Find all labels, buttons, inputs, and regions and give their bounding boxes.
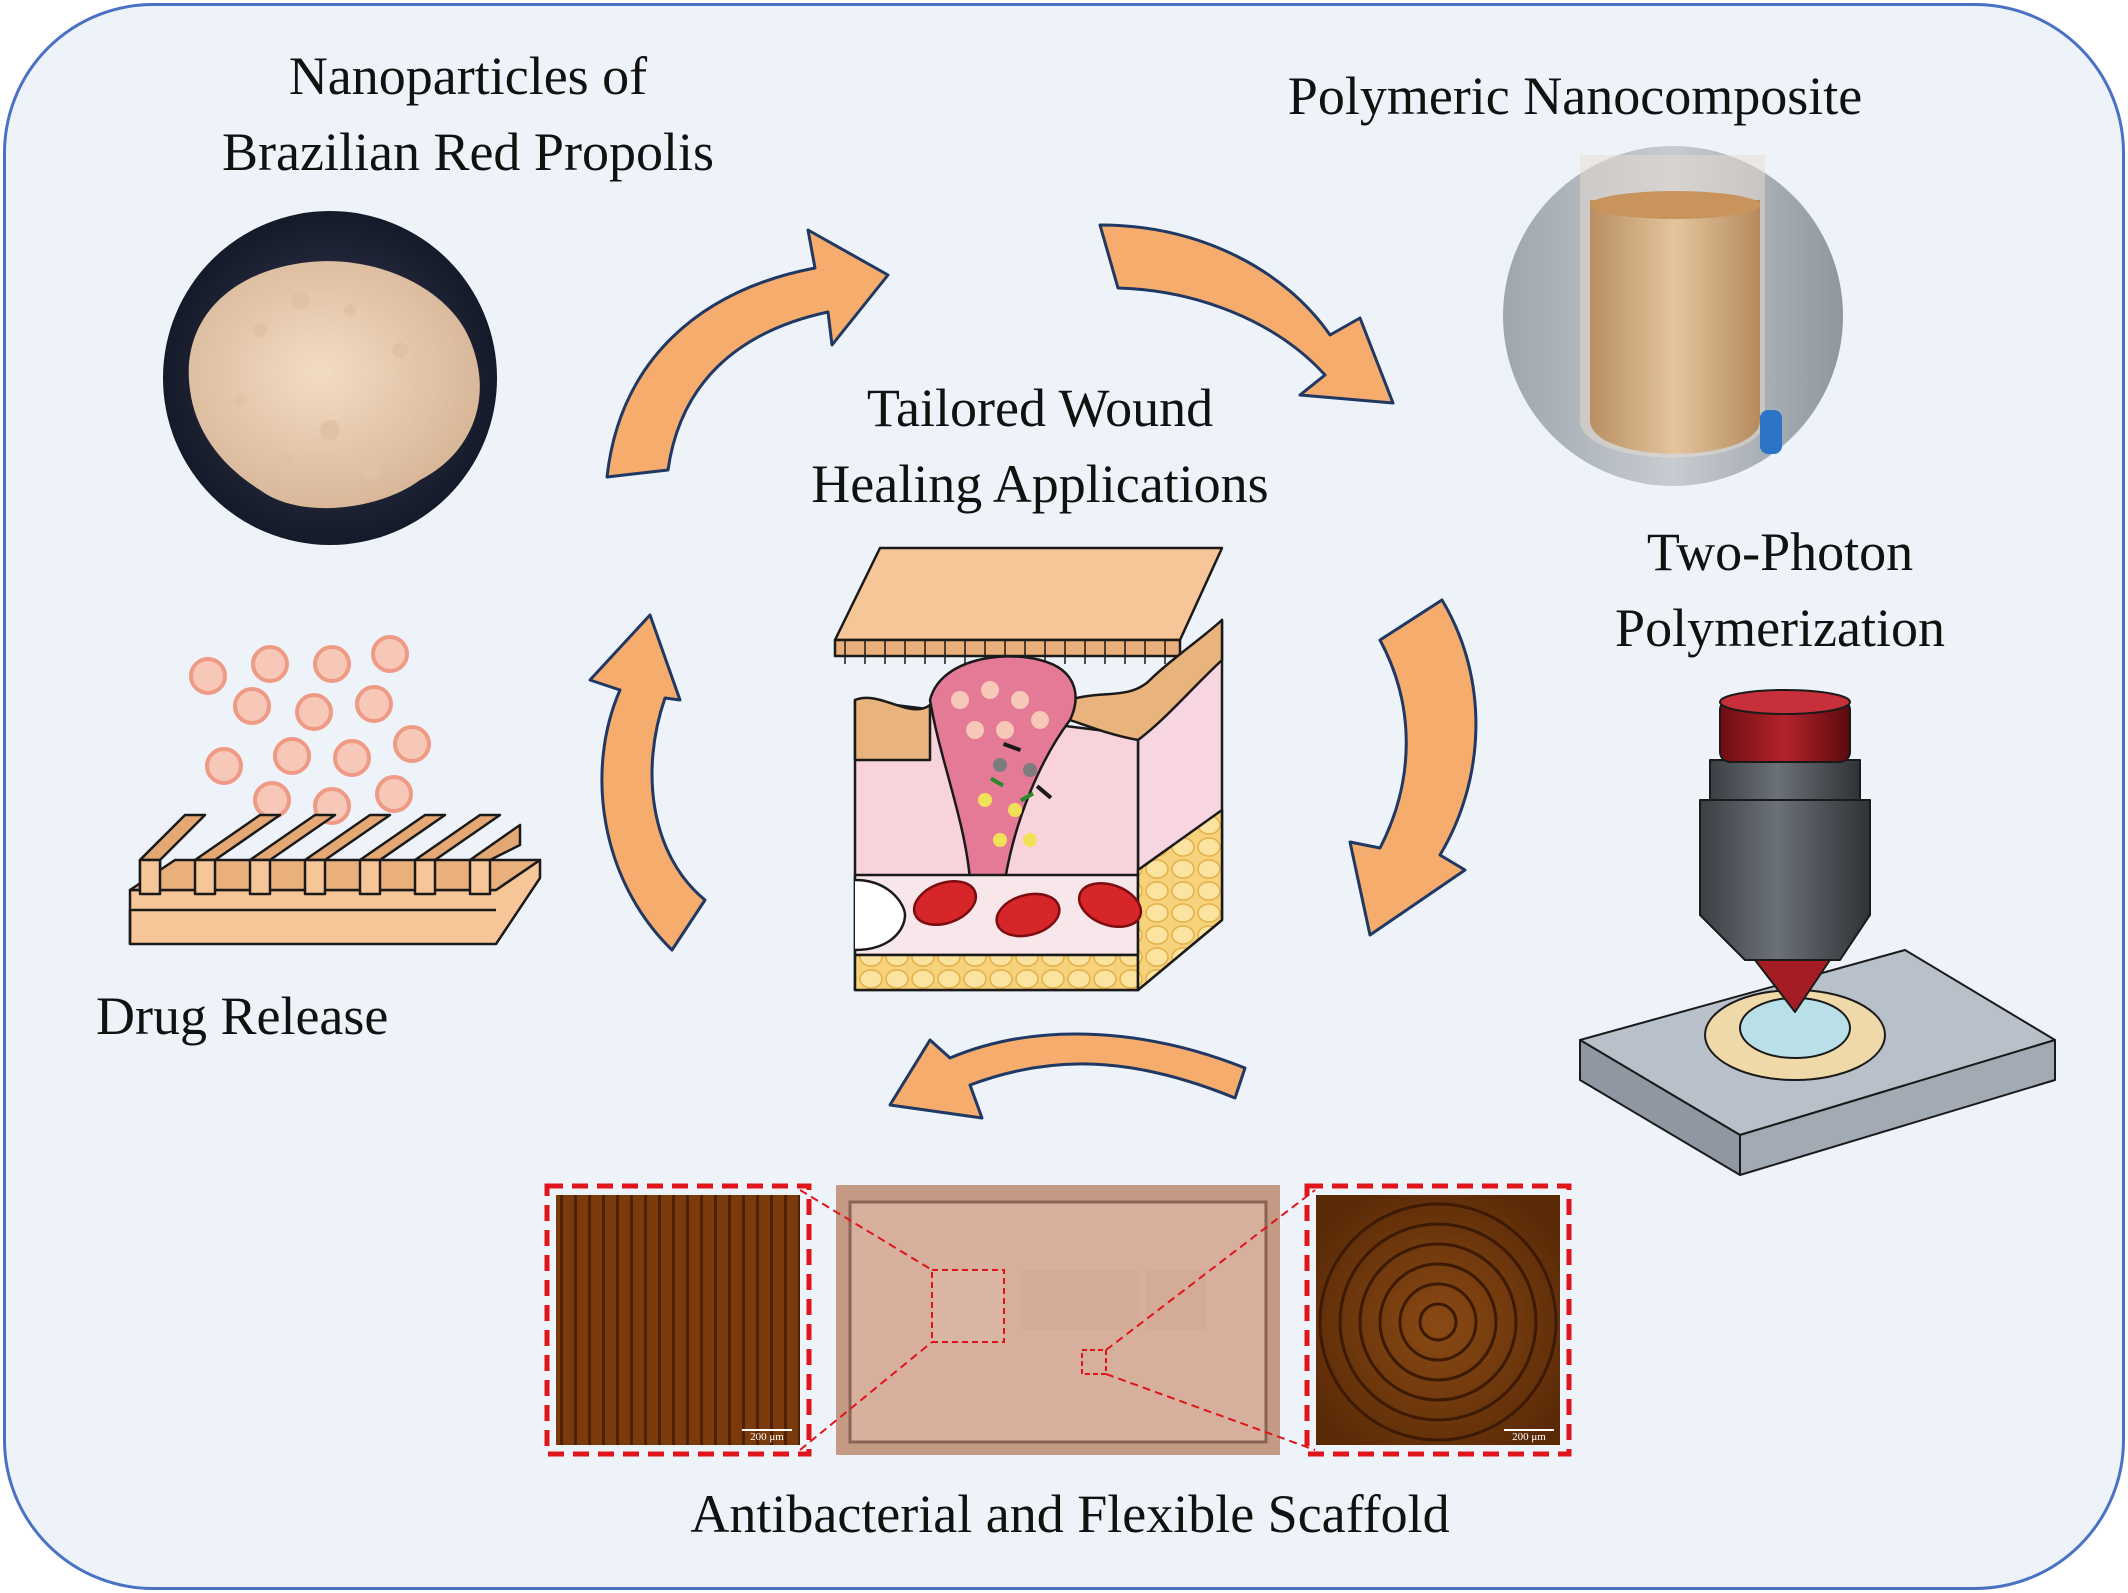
objective-body <box>1699 799 1871 961</box>
label-polymeric-nanocomposite: Polymeric Nanocomposite <box>1287 66 1863 126</box>
arrow-top-right <box>1098 223 1395 405</box>
epidermis <box>853 696 932 762</box>
arrow-left <box>588 613 707 952</box>
wound-cells <box>951 681 1053 847</box>
propolis-powder-image <box>163 211 497 545</box>
drug-release-illustration <box>128 635 542 946</box>
arrow-bottom <box>888 1032 1247 1120</box>
nanocomposite-tube-image <box>1503 146 1843 486</box>
label-tailored-wound-healing: Tailored Wound Healing Applications <box>811 378 1269 514</box>
label-two-photon-polymerization: Two-Photon Polymerization <box>1615 522 1945 658</box>
scale-bar-right: 200 μm <box>1512 1431 1546 1443</box>
red-blood-cells <box>912 880 1143 938</box>
arrow-right <box>1348 598 1478 937</box>
cycle-arrows <box>588 223 1478 1120</box>
drug-scaffold-comb <box>128 813 542 946</box>
dressing-top <box>833 546 1224 642</box>
scale-bar-left: 200 μm <box>750 1431 784 1443</box>
label-drug-release: Drug Release <box>96 986 389 1046</box>
stripe-micrograph <box>556 1195 800 1445</box>
wound-skin-illustration <box>833 546 1224 992</box>
arrow-top-left <box>605 228 890 479</box>
drug-particles <box>189 635 431 825</box>
two-photon-setup <box>1579 689 2056 1176</box>
scaffold-images: 200 μm 200 μm <box>544 1183 1572 1457</box>
label-scaffold: Antibacterial and Flexible Scaffold <box>690 1484 1450 1544</box>
label-nanoparticles: Nanoparticles of Brazilian Red Propolis <box>222 46 714 182</box>
fat-layer <box>853 953 1140 992</box>
ring-micrograph <box>1316 1195 1560 1445</box>
